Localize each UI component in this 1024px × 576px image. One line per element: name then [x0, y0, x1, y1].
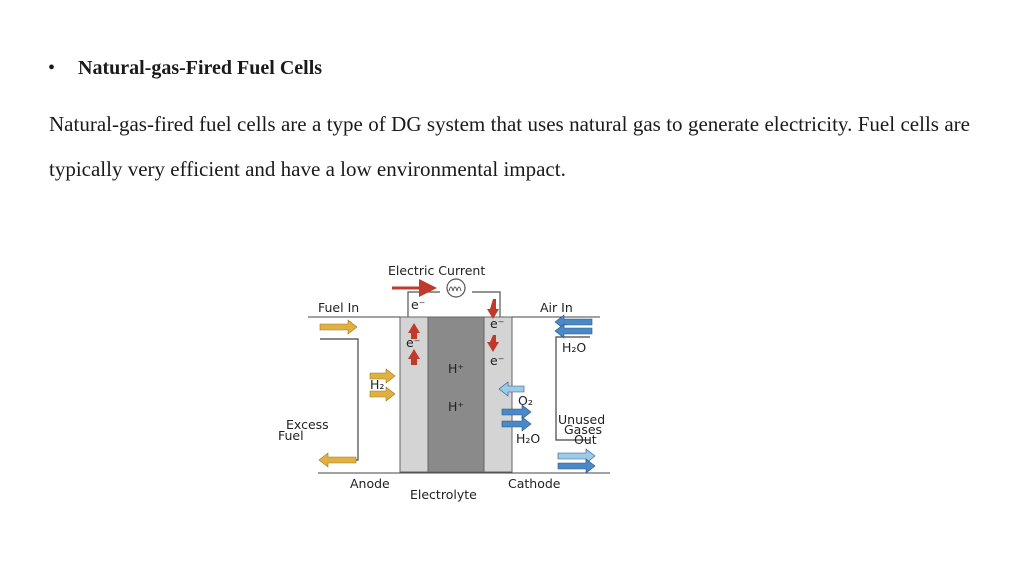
- body-paragraph: Natural-gas-fired fuel cells are a type …: [49, 112, 970, 181]
- excess-fuel-label-2: Fuel: [278, 428, 304, 443]
- bullet-item: • Natural-gas-Fired Fuel Cells: [48, 57, 322, 80]
- cathode-label: Cathode: [508, 476, 561, 491]
- h-plus-label-2: H⁺: [448, 399, 464, 414]
- electron-label-right: e⁻: [490, 353, 504, 368]
- electron-label-right-top: e⁻: [490, 316, 504, 331]
- air-arrows: [498, 314, 596, 474]
- electrolyte-label: Electrolyte: [410, 487, 477, 502]
- h2-label: H₂: [370, 377, 384, 392]
- unused-gases-label-1: Unused: [558, 412, 605, 427]
- anode-label: Anode: [350, 476, 390, 491]
- electron-label-top: e⁻: [411, 297, 425, 312]
- h-plus-label-1: H⁺: [448, 361, 464, 376]
- air-in-label: Air In: [540, 300, 573, 315]
- o2-label: O₂: [518, 393, 533, 408]
- electric-current-label: Electric Current: [388, 263, 485, 278]
- unused-gases-label-3: Out: [574, 432, 597, 447]
- fuel-arrows: [318, 319, 396, 468]
- anode-electrode: [399, 316, 429, 473]
- excess-fuel-label-1: Excess: [286, 417, 329, 432]
- fuel-in-label: Fuel In: [318, 300, 359, 315]
- electron-label-left: e⁻: [406, 335, 420, 350]
- section-heading: Natural-gas-Fired Fuel Cells: [78, 57, 323, 79]
- unused-gases-label-2: Gases: [564, 422, 602, 437]
- fuel-cell-diagram: Electric Current Fuel In Air In e⁻ e⁻ e⁻…: [278, 263, 610, 502]
- h2o-top-label: H₂O: [562, 340, 586, 355]
- electron-arrows: [408, 299, 499, 365]
- bullet-symbol: •: [48, 57, 56, 79]
- h2o-bottom-label: H₂O: [516, 431, 540, 446]
- electrolyte-layer: [427, 316, 485, 473]
